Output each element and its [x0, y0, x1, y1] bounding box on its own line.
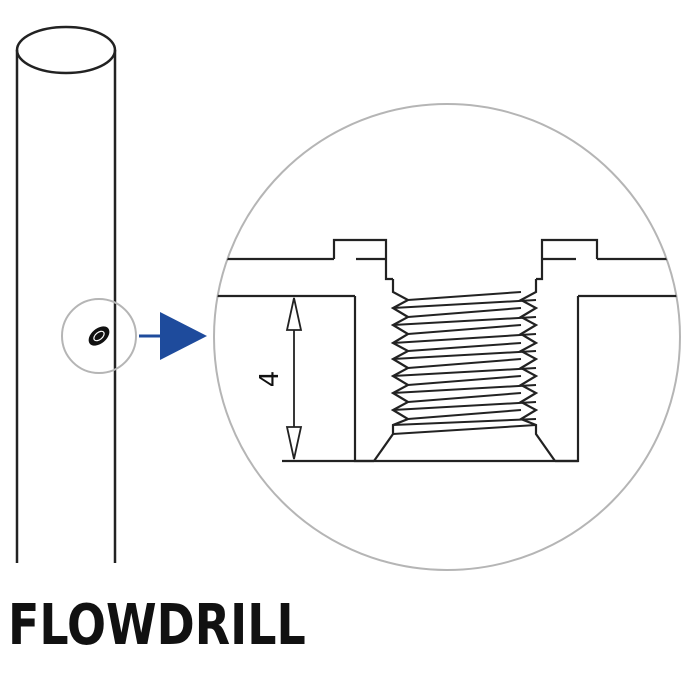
pointer-arrow: [139, 312, 207, 360]
thread-lines: [392, 291, 537, 435]
drilled-hole-rim: [93, 330, 105, 342]
tube: [15, 25, 117, 563]
dimension-arrow-bottom: [285, 426, 303, 460]
dimension-arrow-top: [285, 297, 303, 331]
cross-section: [214, 238, 680, 463]
thread-profile-right: [518, 279, 556, 462]
dimension-annotation: [282, 295, 355, 460]
tube-top-ellipse: [15, 25, 117, 75]
title: FLOWDRILL: [8, 593, 306, 658]
detail-circle: [213, 103, 681, 571]
drilled-hole: [88, 326, 110, 346]
magnifier-circle: [61, 298, 137, 374]
thread-profile-left: [373, 279, 411, 462]
dimension-label: 4: [255, 371, 285, 388]
